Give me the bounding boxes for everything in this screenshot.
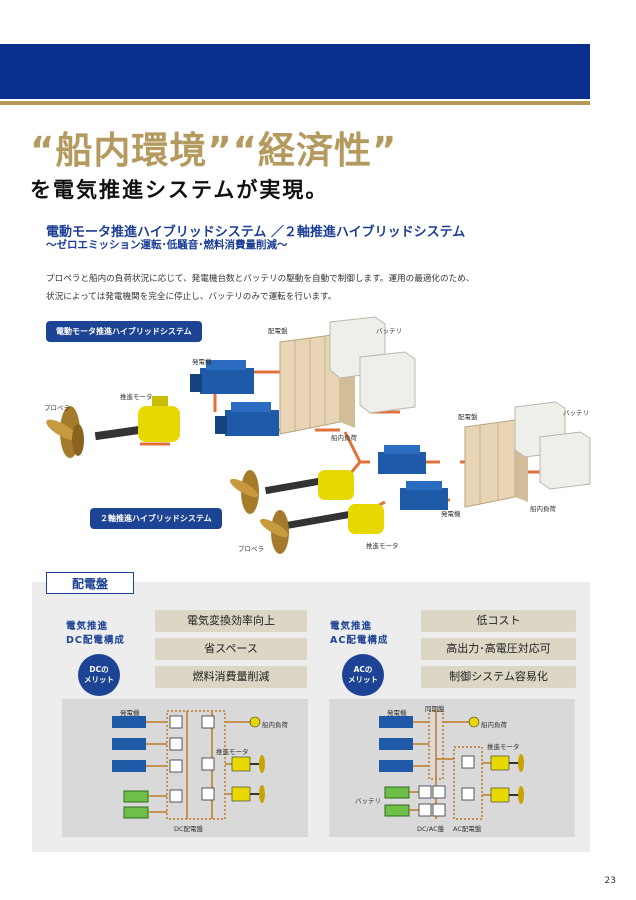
- label-generator: 発電機: [192, 358, 212, 366]
- ac-label-battery: バッテリ: [355, 797, 381, 805]
- body-text-line: プロペラと船内の負荷状況に応じて、発電機台数とバッテリの駆動を自動で制御します。…: [46, 274, 475, 284]
- dc-merit-line: DCの: [89, 665, 109, 674]
- dc-label-ship-load: 船内負荷: [262, 721, 288, 729]
- ac-merit-badge: ACの メリット: [342, 654, 384, 696]
- ac-title-line: AC配電構成: [330, 635, 389, 646]
- ac-benefit: 高出力･高電圧対応可: [421, 638, 576, 660]
- ac-label-sync-panel: 同期盤: [425, 705, 445, 713]
- ac-label-motor: 推進モータ: [487, 743, 520, 751]
- label-propeller: プロペラ: [238, 545, 264, 553]
- section-subtitle: ～ゼロエミッション運転･低騒音･燃料消費量削減～: [46, 239, 288, 251]
- ac-load-icon: [468, 716, 480, 728]
- ac-label-ship-load: 船内負荷: [481, 721, 507, 729]
- ac-generators: [379, 716, 413, 772]
- propeller-top: [46, 406, 84, 458]
- propeller-bottom-1: [229, 470, 259, 514]
- ac-batteries: [384, 786, 410, 817]
- dc-load-icon: [249, 716, 261, 728]
- subheadline: を電気推進システムが実現。: [30, 178, 329, 202]
- label-battery: バッテリ: [563, 409, 589, 417]
- generator-bottom-1: [378, 445, 426, 474]
- ac-merit-line: ACの: [353, 665, 373, 674]
- ac-label-dcac-panel: DC/AC盤: [417, 825, 445, 833]
- dc-label-motor: 推進モータ: [216, 748, 249, 756]
- label-generator: 発電機: [441, 510, 461, 518]
- top-banner: [0, 44, 590, 99]
- ac-benefit: 低コスト: [421, 610, 576, 632]
- dc-converters: [169, 715, 215, 803]
- switchboard-tab: 配電盤: [46, 572, 134, 594]
- battery-top: [329, 316, 416, 414]
- dc-diagram: 発電機 船内負荷 推進モータ DC配電盤: [62, 699, 308, 837]
- dc-generators: [112, 716, 146, 772]
- section-title: 電動モータ推進ハイブリッドシステム ／２軸推進ハイブリッドシステム: [46, 225, 466, 240]
- ac-label-generator: 発電機: [387, 709, 407, 717]
- label-switchboard: 配電盤: [458, 413, 478, 421]
- headline: “船内環境”“経済性”: [30, 129, 398, 172]
- label-ship-load: 船内負荷: [331, 434, 357, 442]
- dc-merit-line: メリット: [84, 675, 114, 684]
- dc-label-switchboard: DC配電盤: [174, 825, 204, 833]
- ac-converters: [418, 755, 475, 817]
- body-text-line: 状況によっては発電機関を完全に停止し、バッテリのみで運転を行います。: [46, 292, 337, 302]
- gold-divider: [0, 101, 590, 105]
- dc-title-line: DC配電構成: [66, 635, 125, 646]
- battery-bottom: [514, 401, 591, 490]
- generator-bottom-2: [400, 481, 448, 510]
- generator-top-2: [215, 402, 279, 436]
- dc-config-title: 電気推進 DC配電構成: [66, 620, 125, 648]
- motor-bottom-2: [348, 504, 384, 534]
- page-number: 23: [604, 876, 616, 886]
- ac-title-line: 電気推進: [330, 621, 373, 632]
- label-propeller: プロペラ: [44, 404, 70, 412]
- top-system-label: 電動モータ推進ハイブリッドシステム: [46, 321, 202, 342]
- dc-motors: [231, 755, 265, 803]
- ac-benefit: 制御システム容易化: [421, 666, 576, 688]
- ac-diagram: 発電機 同期盤 船内負荷 推進モータ バッテリ DC/AC盤 AC配電盤: [329, 699, 575, 837]
- dc-benefit: 燃料消費量削減: [155, 666, 307, 688]
- propeller-bottom-2: [259, 510, 289, 554]
- label-switchboard: 配電盤: [268, 327, 288, 335]
- label-motor: 推進モータ: [366, 542, 399, 550]
- generator-top-1: [190, 360, 254, 394]
- dc-benefit: 省スペース: [155, 638, 307, 660]
- dc-batteries: [123, 790, 149, 819]
- ac-motors: [490, 754, 524, 804]
- label-motor: 推進モータ: [120, 393, 153, 401]
- bottom-system-label: ２軸推進ハイブリッドシステム: [90, 508, 222, 529]
- ac-merit-line: メリット: [348, 675, 378, 684]
- motor-top: [138, 396, 180, 442]
- ac-label-ac-switchboard: AC配電盤: [453, 825, 482, 833]
- ac-config-title: 電気推進 AC配電構成: [330, 620, 388, 648]
- motor-bottom-1: [318, 470, 354, 500]
- dc-title-line: 電気推進: [66, 621, 109, 632]
- dc-benefit: 電気変換効率向上: [155, 610, 307, 632]
- dc-merit-badge: DCの メリット: [78, 654, 120, 696]
- switchboard-top: [279, 333, 355, 435]
- label-battery: バッテリ: [376, 327, 402, 335]
- propulsion-system-illustration: [46, 316, 591, 554]
- label-ship-load: 船内負荷: [530, 505, 556, 513]
- dc-label-generator: 発電機: [120, 709, 140, 717]
- top-system: [46, 316, 416, 463]
- bottom-system: [229, 401, 591, 554]
